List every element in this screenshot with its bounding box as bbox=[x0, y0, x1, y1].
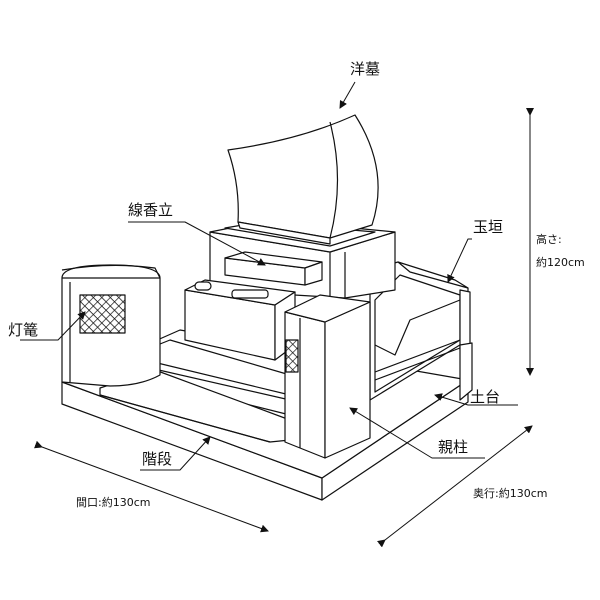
height-label: 高さ: bbox=[536, 233, 562, 246]
width-dimension: 間口:約130cm bbox=[76, 496, 151, 509]
western-headstone bbox=[227, 114, 379, 245]
dimension-arrows bbox=[34, 108, 534, 548]
label-incense-stand: 線香立 bbox=[128, 201, 174, 219]
label-main-pillar: 親柱 bbox=[438, 438, 469, 456]
height-value: 約120cm bbox=[536, 256, 585, 269]
depth-dimension: 奥行:約130cm bbox=[473, 487, 548, 500]
label-foundation: 土台 bbox=[470, 388, 501, 406]
label-fence: 玉垣 bbox=[473, 218, 504, 236]
label-stairs: 階段 bbox=[142, 450, 173, 468]
label-lantern: 灯篭 bbox=[8, 321, 39, 339]
main-pillar-drawing bbox=[284, 294, 371, 459]
left-lantern bbox=[61, 264, 161, 387]
label-western-headstone: 洋墓 bbox=[350, 60, 381, 78]
